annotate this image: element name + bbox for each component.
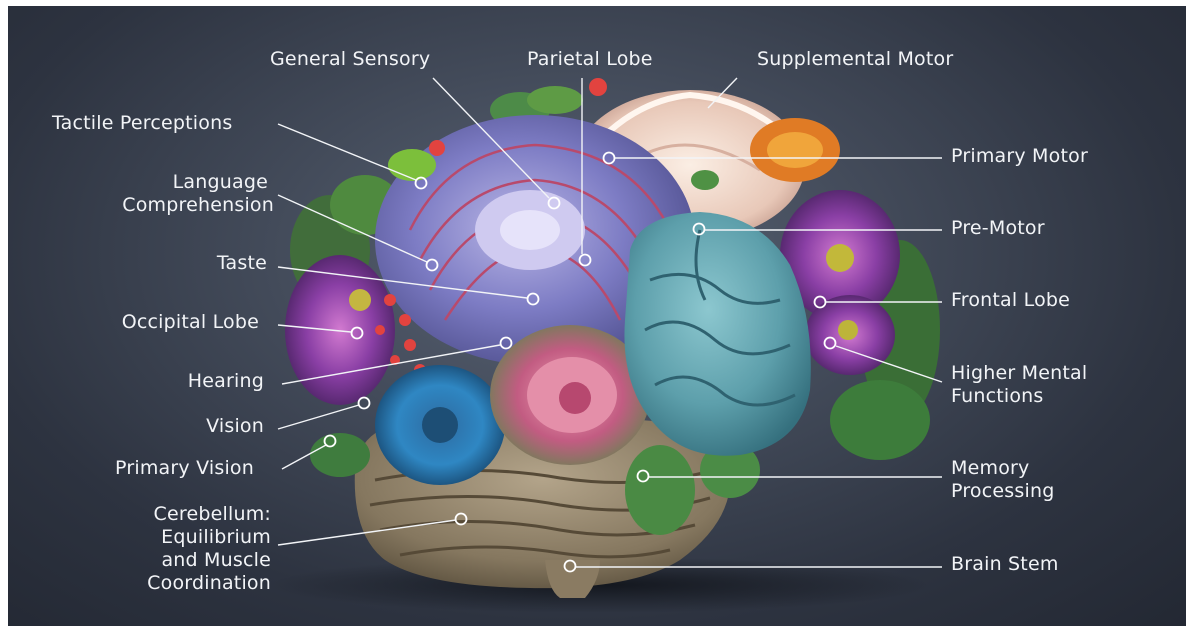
label-frontal-lobe: Frontal Lobe xyxy=(951,289,1070,312)
label-primary-motor: Primary Motor xyxy=(951,145,1088,168)
label-parietal-lobe: Parietal Lobe xyxy=(527,48,653,71)
orange-flower xyxy=(750,118,840,182)
label-language-comprehension-1: Language xyxy=(173,171,268,194)
label-primary-vision: Primary Vision xyxy=(115,457,254,480)
label-vision: Vision xyxy=(206,415,264,438)
label-taste: Taste xyxy=(217,252,267,275)
label-memory-2: Processing xyxy=(951,480,1054,503)
label-higher-mental-1: Higher Mental xyxy=(951,362,1087,385)
label-general-sensory: General Sensory xyxy=(270,48,430,71)
label-occipital-lobe: Occipital Lobe xyxy=(122,311,259,334)
blue-flower xyxy=(375,365,505,485)
label-language-comprehension-2: Comprehension xyxy=(122,194,274,217)
marker-vision xyxy=(359,398,370,409)
label-supplemental-motor: Supplemental Motor xyxy=(757,48,953,71)
label-brain-stem: Brain Stem xyxy=(951,553,1059,576)
label-memory-1: Memory xyxy=(951,457,1029,480)
label-tactile-perceptions: Tactile Perceptions xyxy=(52,112,232,135)
label-cerebellum-3: and Muscle xyxy=(161,549,271,572)
label-cerebellum-2: Equilibrium xyxy=(161,526,271,549)
label-hearing: Hearing xyxy=(188,370,264,393)
label-higher-mental-2: Functions xyxy=(951,385,1044,408)
label-pre-motor: Pre-Motor xyxy=(951,217,1045,240)
label-cerebellum-1: Cerebellum: xyxy=(154,503,272,526)
label-cerebellum-4: Coordination xyxy=(147,572,271,595)
